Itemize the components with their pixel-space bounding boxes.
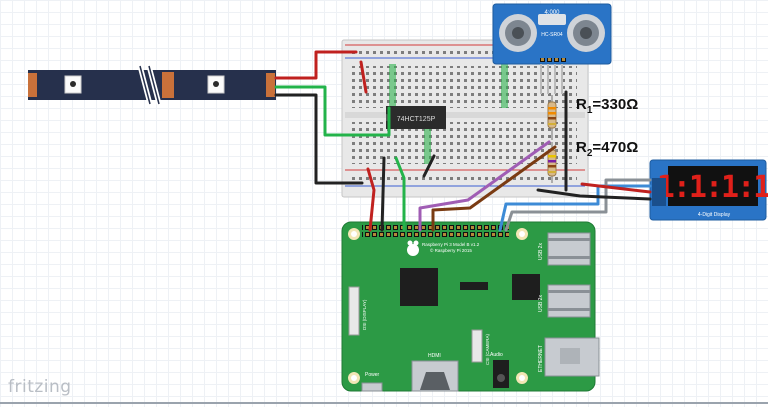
pi-title: Raspberry Pi 3 Model B v1.2 bbox=[422, 242, 480, 247]
wire-black-display-gnd bbox=[536, 188, 652, 201]
power-label: Power bbox=[365, 372, 380, 378]
resistor-r1 bbox=[547, 95, 557, 140]
ultrasonic-sensor: 4:000 HC-SR04 bbox=[492, 3, 612, 65]
led-strip bbox=[28, 65, 276, 105]
ic-74hct125: 74HCT125P bbox=[386, 106, 446, 129]
raspberry-pi: Raspberry Pi 3 Model B v1.2 © Raspberry … bbox=[341, 221, 600, 392]
wire-blue-display bbox=[498, 184, 652, 232]
r2-value: =470Ω bbox=[592, 139, 639, 156]
wire-red-strip-power bbox=[274, 50, 358, 80]
wire-green-pi-gpio bbox=[394, 156, 406, 232]
four-digit-display: 1:1:1:1 4-Digit Display bbox=[649, 159, 768, 221]
resistor-r2-label: R2=470Ω bbox=[576, 139, 638, 159]
r2-subscript: 2 bbox=[586, 148, 593, 159]
usb1-label: USB 2x bbox=[538, 243, 544, 260]
wire-black-pi-gnd bbox=[380, 156, 386, 232]
resistor-r1-label: R1=330Ω bbox=[576, 96, 638, 116]
wire-red-ic-power bbox=[359, 60, 368, 94]
footer-divider bbox=[0, 402, 768, 404]
wire-brown-trig bbox=[431, 145, 557, 232]
ethernet-label: ETHERNET bbox=[538, 345, 544, 372]
wire-black-ic-gnd bbox=[422, 154, 436, 178]
display-caption: 4-Digit Display bbox=[698, 212, 731, 218]
csi-label: CSI (CAMERA) bbox=[485, 333, 490, 365]
wire-black-strip-gnd bbox=[274, 93, 364, 185]
wires bbox=[274, 50, 652, 232]
display-digits: 1:1:1:1 bbox=[657, 170, 768, 205]
wire-purple-echo bbox=[418, 140, 551, 232]
fritzing-watermark: fritzing bbox=[8, 377, 72, 397]
wire-red-pi-5v bbox=[366, 167, 376, 232]
r2-symbol: R bbox=[576, 139, 587, 156]
audio-label: Audio bbox=[490, 352, 503, 358]
resistor-r2 bbox=[547, 142, 557, 183]
breadboard bbox=[341, 39, 589, 198]
r1-value: =330Ω bbox=[592, 96, 639, 113]
wire-red-display-vcc bbox=[580, 182, 652, 194]
r1-subscript: 1 bbox=[586, 105, 593, 116]
raspberry-logo bbox=[407, 240, 419, 256]
usb2-label: USB 2x bbox=[538, 295, 544, 312]
hdmi-label: HDMI bbox=[428, 353, 441, 359]
sensor-model-label: HC-SR04 bbox=[541, 32, 563, 38]
sensor-top-label: 4:000 bbox=[544, 10, 560, 16]
pi-copyright: © Raspberry Pi 2015 bbox=[430, 247, 472, 253]
wire-green-strip-data bbox=[274, 85, 391, 137]
wire-gray-display bbox=[504, 178, 652, 232]
dsi-label: DSI (DISPLAY) bbox=[362, 299, 367, 330]
r1-symbol: R bbox=[576, 96, 587, 113]
ic-label: 74HCT125P bbox=[397, 116, 436, 123]
